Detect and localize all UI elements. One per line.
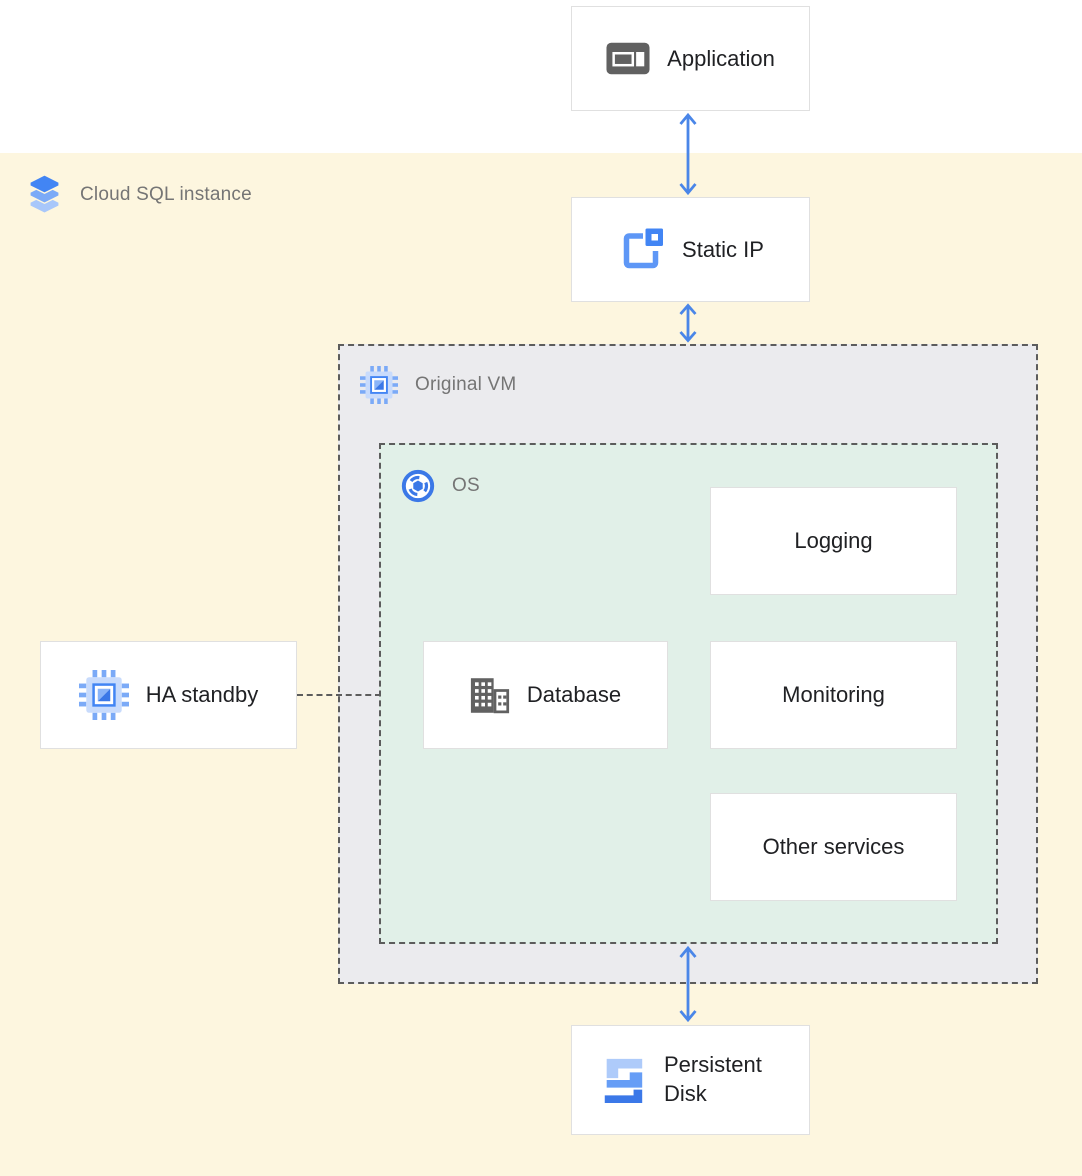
ha-standby-node-label: HA standby <box>145 682 259 707</box>
application-node-label: Application <box>667 45 775 71</box>
ha-standby-node: HA standby <box>40 641 297 749</box>
arrow-static-ip-original-vm <box>676 303 700 343</box>
arrow-application-static-ip <box>676 112 700 196</box>
logging-node: Logging <box>710 487 957 595</box>
database-node-label: Database <box>526 682 622 707</box>
os-image-icon <box>401 469 435 503</box>
application-node: Application <box>571 6 810 111</box>
other-services-node-label: Other services <box>762 834 905 859</box>
persistent-disk-node-label: Persistent Disk <box>664 1052 762 1106</box>
compute-engine-chip-icon <box>78 670 129 720</box>
persistent-disk-node: Persistent Disk <box>571 1025 810 1135</box>
logging-node-label: Logging <box>794 528 873 553</box>
database-node: Database <box>423 641 668 749</box>
other-services-node: Other services <box>710 793 957 901</box>
static-ip-icon <box>617 226 665 274</box>
compute-engine-chip-icon <box>360 366 398 404</box>
cloud-sql-zone-label: Cloud SQL instance <box>26 174 252 216</box>
os-zone-label: OS <box>401 469 480 503</box>
database-building-icon <box>470 677 510 714</box>
os-zone-label-text: OS <box>452 475 480 496</box>
application-window-icon <box>606 42 650 75</box>
original-vm-zone-label: Original VM <box>360 366 516 404</box>
original-vm-zone-label-text: Original VM <box>415 374 517 395</box>
arrow-os-persistent-disk <box>676 945 700 1023</box>
static-ip-node: Static IP <box>571 197 810 302</box>
persistent-disk-icon <box>599 1055 647 1105</box>
monitoring-node-label: Monitoring <box>782 682 885 707</box>
cloud-sql-zone-label-text: Cloud SQL instance <box>80 184 252 205</box>
dashed-connector-ha-standby <box>297 694 381 696</box>
cloud-sql-stack-icon <box>26 174 63 216</box>
static-ip-node-label: Static IP <box>682 236 764 262</box>
monitoring-node: Monitoring <box>710 641 957 749</box>
